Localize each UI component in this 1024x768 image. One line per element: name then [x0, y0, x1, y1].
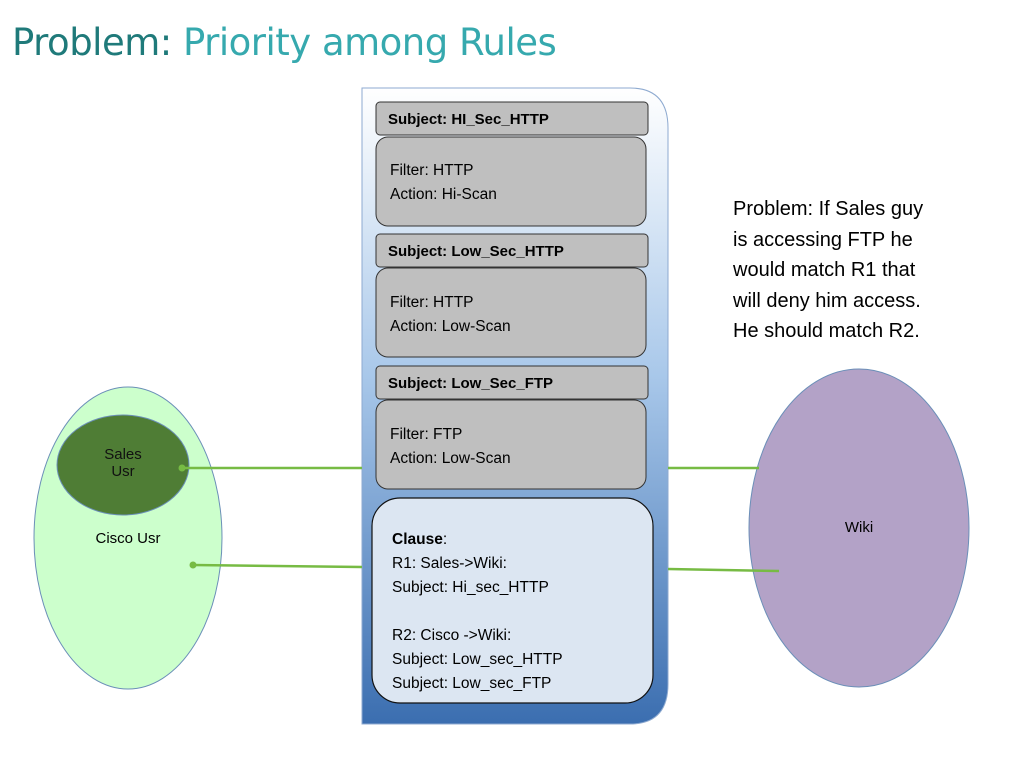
- clause-r2-line: R2: Cisco ->Wiki:: [392, 627, 512, 644]
- sales-connector-dot: [178, 464, 186, 472]
- problem-note-line-2: is accessing FTP he: [733, 228, 913, 251]
- sales-usr-label-line-2: Usr: [111, 463, 135, 480]
- problem-note-line-5: He should match R2.: [733, 320, 920, 342]
- wiki-oval: [748, 368, 970, 688]
- clause-box: [371, 497, 654, 704]
- sales-usr-label-line-1: Sales: [104, 446, 142, 463]
- rule-3-body-box: [375, 399, 647, 490]
- clause-r2-subject-1: Subject: Low_sec_HTTP: [392, 651, 563, 668]
- rule-1-action: Action: Hi-Scan: [390, 186, 497, 203]
- rule-1-body-box: [375, 136, 647, 227]
- problem-note-line-4: will deny him access.: [733, 289, 921, 312]
- title-prefix: Problem:: [12, 21, 183, 64]
- clause-r1-line: R1: Sales->Wiki:: [392, 555, 507, 572]
- sales-usr-label: Sales Usr: [83, 446, 163, 480]
- rule-3-action: Action: Low-Scan: [390, 450, 511, 467]
- cisco-usr-label: Cisco Usr: [95, 530, 161, 547]
- problem-note-line-1: Problem: If Sales guy: [733, 198, 924, 220]
- slide-title: Problem: Priority among Rules: [12, 18, 557, 68]
- rule-3-filter: Filter: FTP: [390, 426, 463, 443]
- rule-3-subject-box: [375, 365, 649, 400]
- clause-heading: Clause:: [392, 531, 447, 549]
- rule-2-body-box: [375, 267, 647, 358]
- clause-r2-subject-2: Subject: Low_sec_FTP: [392, 675, 552, 692]
- sales-usr-oval: [56, 414, 190, 516]
- rule-2-subject-box: [375, 233, 649, 268]
- clause-heading-colon: :: [442, 531, 448, 548]
- rule-2-subject: Subject: Low_Sec_HTTP: [388, 243, 564, 260]
- title-main: Priority among Rules: [183, 21, 557, 64]
- wiki-label: Wiki: [844, 519, 874, 536]
- rule-2-filter: Filter: HTTP: [390, 294, 474, 311]
- clause-r1-subject: Subject: Hi_sec_HTTP: [392, 579, 549, 596]
- cisco-connector-line: [192, 563, 363, 569]
- clause-heading-label: Clause: [392, 531, 443, 548]
- wiki-connector-line-2: [667, 567, 780, 573]
- rule-2-action: Action: Low-Scan: [390, 318, 511, 335]
- rule-1-filter: Filter: HTTP: [390, 162, 474, 179]
- rule-1-subject: Subject: HI_Sec_HTTP: [388, 111, 549, 128]
- problem-note: Problem: If Sales guy is accessing FTP h…: [733, 194, 973, 347]
- problem-note-line-3: would match R1 that: [733, 259, 916, 281]
- rule-3-subject: Subject: Low_Sec_FTP: [388, 375, 554, 392]
- cisco-connector-dot: [189, 561, 197, 569]
- rule-1-subject-box: [375, 101, 649, 136]
